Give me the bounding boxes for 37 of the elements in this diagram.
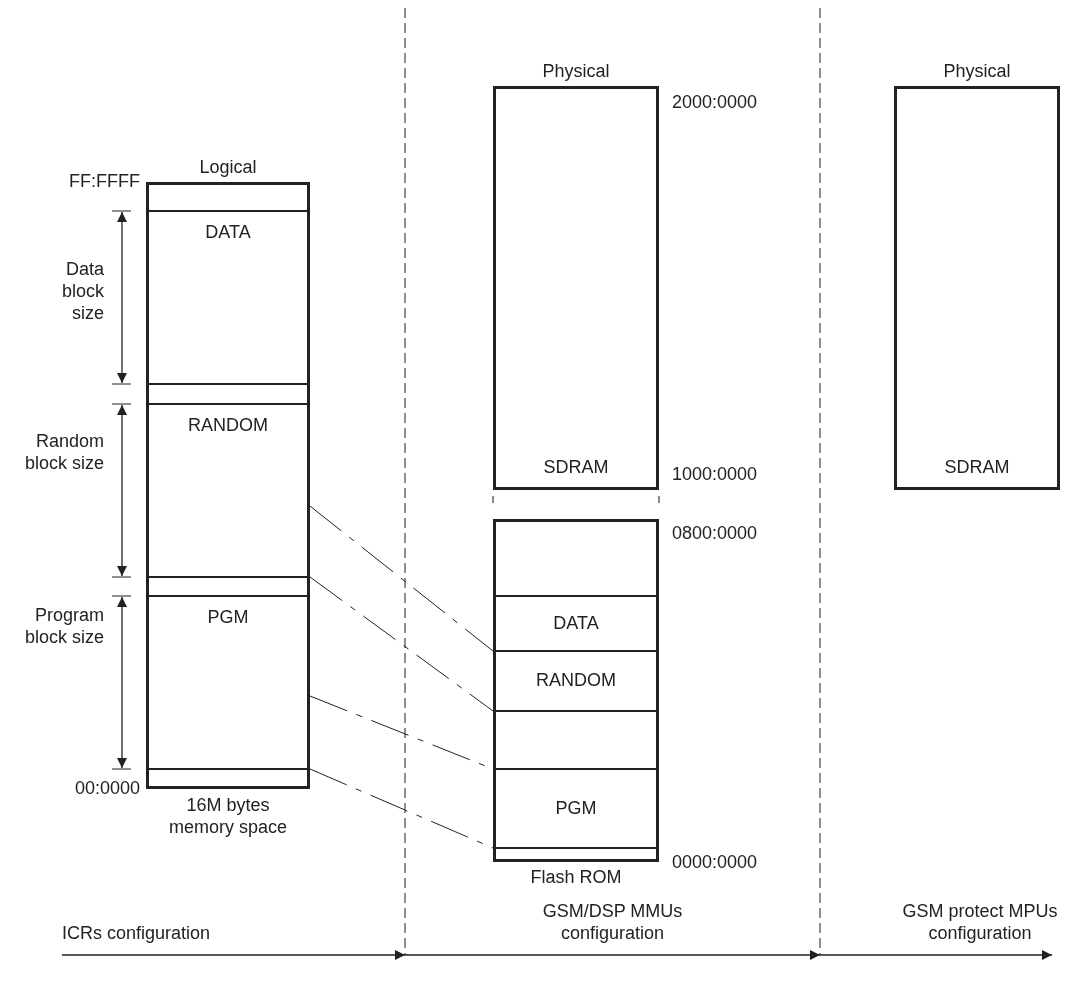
address-label: 2000:0000	[672, 91, 759, 113]
box-heading: Logical	[198, 157, 258, 178]
memory-segment	[149, 404, 307, 577]
text-label: ICRs configuration	[62, 922, 212, 944]
segment-label: PGM	[554, 797, 598, 819]
memory-segment	[149, 596, 307, 769]
memory-segment	[149, 211, 307, 384]
segment-label: SDRAM	[943, 457, 1011, 478]
mapping-line	[309, 576, 494, 712]
segment-label: SDRAM	[542, 457, 610, 478]
segment-label: DATA	[204, 222, 252, 243]
address-label: 0000:0000	[672, 851, 759, 873]
segment-label: RANDOM	[187, 415, 269, 436]
address-label: 0800:0000	[672, 522, 759, 544]
mapping-line	[309, 505, 494, 652]
memory-segment	[496, 651, 656, 711]
box-caption: Flash ROM	[529, 867, 623, 888]
memory-segment	[496, 596, 656, 651]
segment-label: DATA	[552, 612, 600, 634]
text-label: GSM/DSP MMUs configuration	[541, 900, 684, 944]
text-label: Program block size	[23, 604, 104, 648]
segment-label: PGM	[206, 607, 250, 628]
box-heading: Physical	[942, 61, 1012, 82]
memory-segment	[496, 769, 656, 848]
text-label: Data block size	[60, 258, 104, 324]
memory-segment	[149, 384, 307, 404]
memory-segment	[496, 711, 656, 769]
box-caption: 16M bytes memory space	[167, 794, 288, 838]
segment-label: RANDOM	[535, 670, 617, 691]
address-label: 1000:0000	[672, 463, 759, 485]
box-heading: Physical	[541, 61, 611, 82]
text-label: FF:FFFF	[68, 170, 140, 192]
text-label: GSM protect MPUs configuration	[901, 900, 1059, 944]
memory-segment	[149, 577, 307, 596]
mapping-line	[309, 768, 494, 849]
text-label: Random block size	[23, 430, 104, 474]
text-label: 00:0000	[73, 777, 140, 799]
